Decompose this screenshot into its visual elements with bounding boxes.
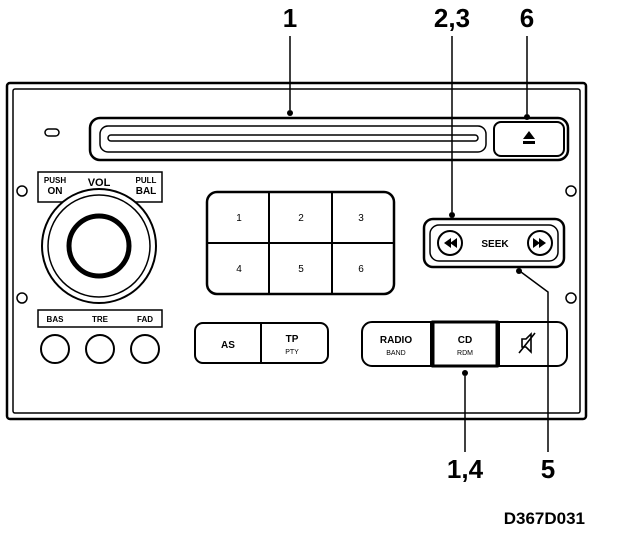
callout-1-4: 1,4 bbox=[447, 454, 484, 484]
radio-label: RADIO bbox=[380, 335, 412, 346]
preset-label-3: 3 bbox=[358, 213, 364, 224]
bal-label: BAL bbox=[136, 186, 157, 197]
mute-icon bbox=[518, 332, 536, 354]
callout-5: 5 bbox=[541, 454, 555, 484]
bass-button[interactable] bbox=[40, 334, 70, 364]
volume-knob[interactable] bbox=[66, 213, 132, 279]
seek-rocker bbox=[429, 224, 559, 262]
fader-button[interactable] bbox=[130, 334, 160, 364]
fad-label: FAD bbox=[137, 315, 153, 324]
figure-code: D367D031 bbox=[504, 509, 585, 528]
preset-label-6: 6 bbox=[358, 264, 364, 275]
pull-label: PULL bbox=[136, 176, 157, 185]
rewind-icon bbox=[444, 238, 457, 248]
push-label: PUSH bbox=[44, 176, 66, 185]
tre-label: TRE bbox=[92, 315, 109, 324]
preset-label-2: 2 bbox=[298, 213, 304, 224]
cd-label: CD bbox=[458, 335, 472, 346]
preset-label-1: 1 bbox=[236, 213, 242, 224]
indicator-led bbox=[44, 128, 60, 137]
rdm-label: RDM bbox=[457, 350, 473, 357]
callout-1: 1 bbox=[283, 3, 297, 33]
screw-hole bbox=[16, 292, 28, 304]
callout-leaders bbox=[287, 36, 549, 452]
tp-label: TP bbox=[286, 334, 299, 345]
screw-hole bbox=[565, 292, 577, 304]
eject-icon bbox=[523, 131, 535, 144]
band-label: BAND bbox=[386, 350, 405, 357]
on-label: ON bbox=[48, 186, 63, 197]
seek-label: SEEK bbox=[481, 239, 509, 250]
tone-label-box bbox=[37, 309, 163, 328]
preset-label-4: 4 bbox=[236, 264, 242, 275]
screw-hole bbox=[565, 185, 577, 197]
preset-label-5: 5 bbox=[298, 264, 304, 275]
as-label: AS bbox=[221, 340, 235, 351]
pty-label: PTY bbox=[285, 349, 299, 356]
treble-button[interactable] bbox=[85, 334, 115, 364]
cd-slot[interactable] bbox=[107, 134, 479, 142]
screw-hole bbox=[16, 185, 28, 197]
fast-forward-icon bbox=[533, 238, 546, 248]
bas-label: BAS bbox=[47, 315, 65, 324]
vol-label: VOL bbox=[88, 177, 111, 189]
callout-6: 6 bbox=[520, 3, 534, 33]
callout-2-3: 2,3 bbox=[434, 3, 470, 33]
cd-rdm-button[interactable] bbox=[431, 320, 499, 368]
faceplate-inner bbox=[12, 88, 581, 414]
mute-button[interactable] bbox=[499, 322, 567, 366]
